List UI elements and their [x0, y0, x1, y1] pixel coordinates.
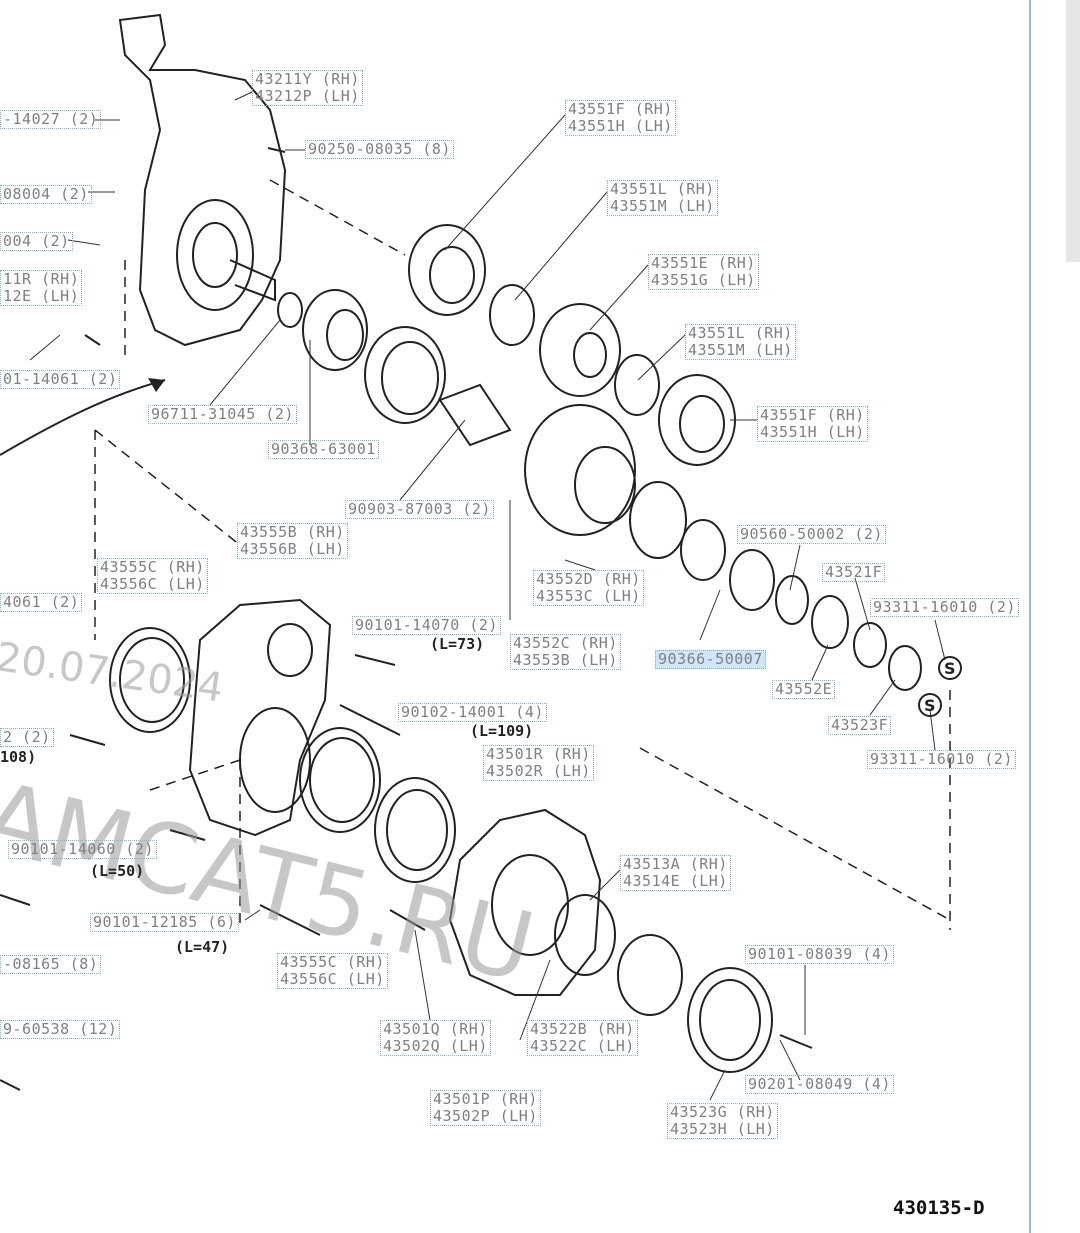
bolt-1	[354, 654, 396, 666]
cap-43523g	[687, 967, 773, 1073]
callout-label[interactable]: 9-60538 (12)	[0, 1020, 121, 1039]
bolt-6	[69, 734, 106, 746]
callout-label[interactable]: 93311-16010 (2)	[870, 598, 1019, 617]
length-note: (L=50)	[90, 862, 145, 880]
diagram-border	[1029, 0, 1031, 1233]
callout-label[interactable]: 96711-31045 (2)	[148, 405, 297, 424]
bolt-5	[389, 909, 426, 931]
scrollbar-thumb[interactable]	[1066, 0, 1080, 262]
callout-label[interactable]: 43552D (RH)43553C (LH)	[533, 570, 644, 606]
callout-label[interactable]: 43555C (RH)43556C (LH)	[277, 953, 388, 989]
callout-label[interactable]: 43501R (RH)43502R (LH)	[483, 745, 594, 781]
callout-label[interactable]: 43555B (RH)43556B (LH)	[237, 523, 348, 559]
callout-label[interactable]: 93311-16010 (2)	[867, 750, 1016, 769]
knuckle-spindle	[229, 259, 276, 302]
callout-label[interactable]: 90101-12185 (6)	[90, 913, 239, 932]
callout-label[interactable]: 43523G (RH)43523H (LH)	[667, 1103, 778, 1139]
callout-label[interactable]: 43552E	[772, 680, 836, 699]
callout-label[interactable]: 90101-08039 (4)	[745, 945, 894, 964]
callout-label[interactable]: 43552C (RH)43553B (LH)	[510, 634, 621, 670]
snap-ring	[277, 292, 303, 328]
callout-label[interactable]: 08004 (2)	[0, 185, 92, 204]
callout-label[interactable]: 43211Y (RH)43212P (LH)	[252, 70, 363, 106]
hub-flange	[448, 808, 602, 996]
washer-43551l-lower	[614, 354, 660, 416]
bolt-7	[84, 334, 101, 346]
callout-label[interactable]: 43551F (RH)43551H (LH)	[565, 100, 676, 136]
callout-label[interactable]: 90101-14070 (2)	[352, 616, 501, 635]
stud-1	[267, 147, 286, 153]
gear-43551e	[539, 303, 621, 397]
length-note: (L=109)	[470, 722, 534, 740]
callout-label[interactable]: 90250-08035 (8)	[305, 140, 454, 159]
spacer	[775, 575, 809, 625]
figure-id: 430135-D	[893, 1197, 985, 1219]
ring-43552e	[811, 595, 849, 649]
callout-label[interactable]: 90102-14001 (4)	[398, 703, 547, 722]
callout-label[interactable]: 43551L (RH)43551M (LH)	[685, 324, 796, 360]
knuckle-spindle-bore	[192, 222, 238, 288]
length-note: (L=73)	[430, 635, 485, 653]
callout-label[interactable]: 2 (2)	[0, 728, 54, 747]
seal-43555c-lower	[299, 727, 381, 833]
race	[680, 519, 726, 581]
callout-label-highlighted[interactable]: 90366-50007	[655, 650, 766, 669]
length-note: 108)	[0, 748, 37, 766]
needle-bearing	[302, 289, 368, 371]
callout-label[interactable]: 90201-08049 (4)	[745, 1075, 894, 1094]
bolt-10	[0, 1079, 21, 1091]
callout-label[interactable]: 43501Q (RH)43502Q (LH)	[380, 1020, 491, 1056]
callout-label[interactable]: 90368-63001	[268, 440, 379, 459]
bolt-8	[779, 1034, 813, 1049]
callout-label[interactable]: -14027 (2)	[0, 110, 102, 129]
callout-label[interactable]: 43551E (RH)43551G (LH)	[648, 254, 759, 290]
knuckle-spindle-face	[176, 199, 254, 311]
oil-seal-inner	[364, 326, 446, 424]
bolt-4	[259, 904, 321, 936]
callout-label[interactable]: 90560-50002 (2)	[737, 525, 886, 544]
nut-43521f	[853, 622, 887, 668]
callout-label[interactable]: 43551F (RH)43551H (LH)	[757, 406, 868, 442]
callout-label[interactable]: 90101-14060 (2)	[8, 840, 157, 859]
symbol-s-2	[918, 693, 942, 717]
bearing-43551f-upper	[408, 224, 486, 316]
callout-label[interactable]: 4061 (2)	[0, 593, 83, 612]
callout-label[interactable]: 43551L (RH)43551M (LH)	[607, 180, 718, 216]
callout-label[interactable]: 90903-87003 (2)	[345, 500, 494, 519]
length-note: (L=47)	[175, 938, 230, 956]
symbol-s-2-text: S	[924, 696, 936, 715]
gear-43552	[524, 404, 636, 536]
washer-43551l-upper	[489, 284, 535, 346]
o-ring	[629, 481, 687, 559]
lock-43523f	[888, 645, 922, 691]
callout-label[interactable]: 01-14061 (2)	[0, 370, 121, 389]
seal-43555c	[109, 627, 191, 733]
callout-label[interactable]: -08165 (8)	[0, 955, 102, 974]
steering-knuckle	[118, 13, 287, 347]
callout-label[interactable]: 11R (RH)12E (LH)	[0, 270, 83, 306]
callout-label[interactable]: 43555C (RH)43556C (LH)	[97, 558, 208, 594]
symbol-s-1	[938, 656, 962, 680]
symbol-s-1-text: S	[944, 659, 956, 678]
sleeve	[438, 383, 512, 447]
assembly-arrow	[0, 379, 166, 456]
callout-label[interactable]: 43521F	[822, 563, 886, 582]
callout-label[interactable]: 43513A (RH)43514E (LH)	[620, 855, 731, 891]
hub-cap	[617, 934, 683, 1016]
callout-label[interactable]: 004 (2)	[0, 232, 73, 251]
hub-carrier	[188, 598, 332, 837]
bolt-2	[339, 704, 401, 736]
bolt-3	[169, 829, 206, 841]
callout-label[interactable]: 43523F	[828, 716, 892, 735]
carrier-upper-bore	[267, 623, 313, 677]
bolt-9	[0, 894, 31, 906]
hub-nut	[554, 894, 616, 976]
seal-43501r	[374, 777, 456, 883]
callout-label[interactable]: 43522B (RH)43522C (LH)	[527, 1020, 638, 1056]
callout-label[interactable]: 43501P (RH)43502P (LH)	[430, 1090, 541, 1126]
roller-bearing	[729, 549, 775, 611]
